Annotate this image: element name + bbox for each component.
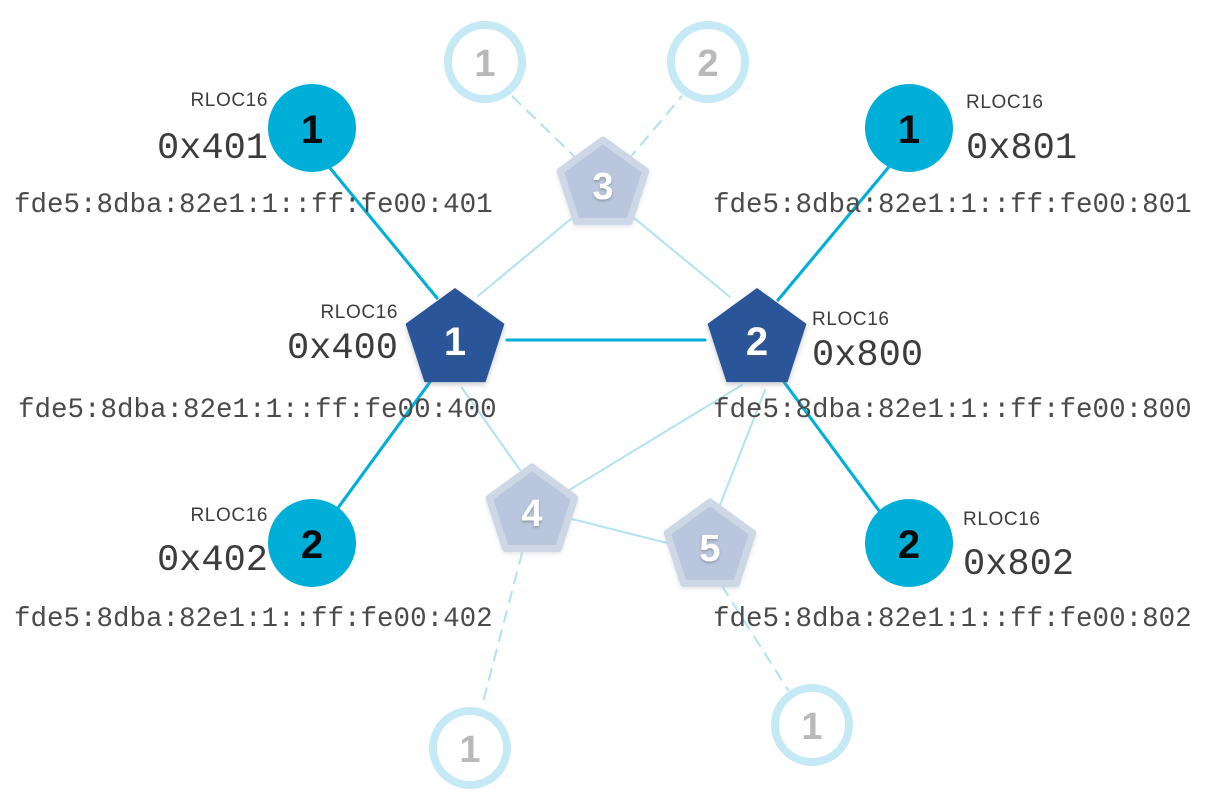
link-faded-router-5-to-faded-child-bottom-right (720, 584, 790, 692)
faded-child-bottom-right-number: 1 (801, 706, 822, 748)
child-401-ipv6-address: fde5:8dba:82e1:1::ff:fe00:401 (14, 190, 493, 221)
faded-child-top-right: 2 (667, 21, 749, 103)
router-800-number: 2 (746, 320, 768, 364)
router-800-ipv6-address: fde5:8dba:82e1:1::ff:fe00:800 (713, 395, 1192, 426)
faded-child-bottom-right: 1 (771, 684, 853, 766)
child-401[interactable]: 1 (268, 84, 356, 172)
link-faded-router-3-to-faded-child-top-left (510, 94, 580, 162)
link-router-800-to-faded-router-3 (626, 211, 732, 299)
child-401-rloc-caption: RLOC16 (190, 90, 268, 111)
labels-layer: RLOC160x400fde5:8dba:82e1:1::ff:fe00:400… (14, 90, 1192, 635)
faded-router-3: 3 (556, 136, 650, 225)
link-router-400-to-faded-router-4 (460, 386, 522, 472)
link-router-400-to-child-401 (328, 166, 439, 300)
faded-nodes-layer: 3 4 5 1 2 1 1 (429, 21, 853, 789)
faded-router-3-number: 3 (592, 166, 613, 208)
faded-router-4: 4 (485, 463, 579, 552)
router-400-rloc-caption: RLOC16 (320, 302, 398, 323)
link-faded-router-3-to-faded-child-top-right (626, 94, 684, 162)
link-router-800-to-faded-router-4 (564, 383, 744, 494)
child-402[interactable]: 2 (268, 499, 356, 587)
faded-router-4-number: 4 (521, 493, 542, 535)
child-801-rloc-caption: RLOC16 (966, 92, 1044, 113)
child-802[interactable]: 2 (865, 499, 953, 587)
child-801[interactable]: 1 (865, 84, 953, 172)
faded-child-top-left: 1 (444, 21, 526, 103)
link-faded-router-4-to-faded-child-bottom-left (480, 551, 524, 708)
child-802-rloc-caption: RLOC16 (963, 509, 1041, 530)
router-800[interactable]: 2 (707, 288, 807, 383)
child-402-number: 2 (301, 523, 323, 567)
link-router-400-to-child-402 (333, 380, 432, 514)
child-802-rloc-value: 0x802 (963, 544, 1074, 586)
faded-child-bottom-left: 1 (429, 707, 511, 789)
active-nodes-layer: 1 2 1 2 1 2 (268, 84, 953, 587)
child-801-ipv6-address: fde5:8dba:82e1:1::ff:fe00:801 (713, 190, 1192, 221)
faded-router-5: 5 (663, 498, 757, 587)
child-401-number: 1 (301, 108, 323, 152)
child-802-ipv6-address: fde5:8dba:82e1:1::ff:fe00:802 (713, 604, 1192, 635)
router-400-ipv6-address: fde5:8dba:82e1:1::ff:fe00:400 (18, 395, 497, 426)
child-802-number: 2 (898, 523, 920, 567)
child-801-number: 1 (898, 108, 920, 152)
child-402-rloc-caption: RLOC16 (190, 505, 268, 526)
faded-child-top-right-number: 2 (697, 43, 718, 85)
link-router-800-to-child-801 (776, 166, 890, 302)
child-401-rloc-value: 0x401 (157, 128, 268, 170)
faded-router-5-number: 5 (699, 528, 720, 570)
link-router-800-to-faded-router-5 (718, 388, 767, 507)
link-faded-router-4-to-faded-router-5 (566, 516, 677, 547)
router-400-rloc-value: 0x400 (287, 328, 398, 370)
router-400[interactable]: 1 (405, 288, 505, 383)
link-router-800-to-child-802 (782, 380, 882, 514)
link-router-400-to-faded-router-3 (476, 211, 580, 298)
child-801-rloc-value: 0x801 (966, 128, 1077, 170)
links-layer (328, 94, 890, 708)
child-402-rloc-value: 0x402 (157, 540, 268, 582)
router-400-number: 1 (444, 320, 466, 364)
faded-child-bottom-left-number: 1 (459, 729, 480, 771)
router-800-rloc-value: 0x800 (812, 335, 923, 377)
faded-child-top-left-number: 1 (474, 43, 495, 85)
router-800-rloc-caption: RLOC16 (812, 309, 890, 330)
child-402-ipv6-address: fde5:8dba:82e1:1::ff:fe00:402 (14, 604, 493, 635)
